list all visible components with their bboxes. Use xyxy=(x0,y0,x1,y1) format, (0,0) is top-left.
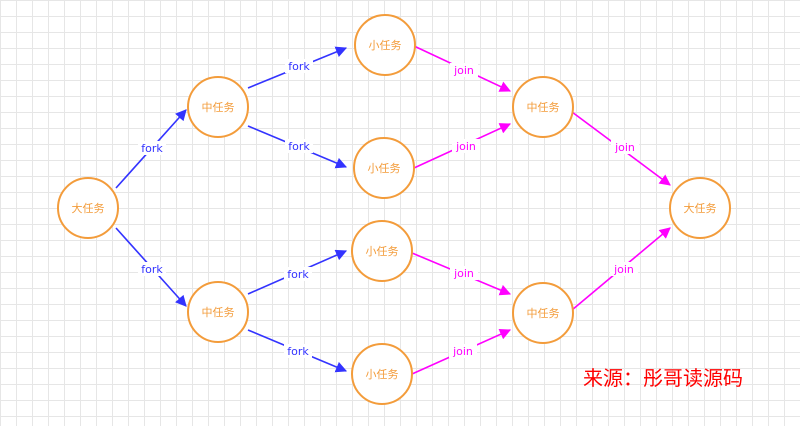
join-label-6: join xyxy=(613,263,634,276)
node-small-1: 小任务 xyxy=(354,14,416,76)
node-big-end: 大任务 xyxy=(669,177,731,239)
node-small-2: 小任务 xyxy=(353,137,415,199)
join-label-2: join xyxy=(455,140,476,153)
fork-label-5: fork xyxy=(287,268,309,281)
join-label-5: join xyxy=(614,141,635,154)
join-label-1: join xyxy=(453,64,474,77)
fork-label-3: fork xyxy=(288,60,310,73)
node-small-3-label: 小任务 xyxy=(366,245,399,258)
fork-label-4: fork xyxy=(288,140,310,153)
node-big-start: 大任务 xyxy=(57,177,119,239)
source-caption: 来源：彤哥读源码 xyxy=(583,366,743,390)
edge-labels: fork fork fork fork fork fork join join … xyxy=(138,59,639,358)
node-big-start-label: 大任务 xyxy=(72,201,105,215)
join-label-4: join xyxy=(452,345,473,358)
node-merge-top: 中任务 xyxy=(512,76,574,138)
node-merge-top-label: 中任务 xyxy=(527,101,560,114)
fork-label-6: fork xyxy=(287,345,309,358)
node-small-2-label: 小任务 xyxy=(368,162,401,175)
node-small-3: 小任务 xyxy=(351,220,413,282)
node-big-end-label: 大任务 xyxy=(684,201,717,215)
node-mid-top: 中任务 xyxy=(187,76,249,138)
node-mid-bottom-label: 中任务 xyxy=(202,306,235,319)
node-mid-bottom: 中任务 xyxy=(187,281,249,343)
node-mid-top-label: 中任务 xyxy=(202,101,235,114)
node-merge-bottom-label: 中任务 xyxy=(527,307,560,320)
node-small-1-label: 小任务 xyxy=(369,39,402,52)
node-small-4-label: 小任务 xyxy=(366,368,399,381)
node-small-4: 小任务 xyxy=(351,343,413,405)
nodes: 大任务 中任务 中任务 小任务 小任务 小任务 小任务 中任务 xyxy=(57,14,731,405)
node-merge-bottom: 中任务 xyxy=(512,282,574,344)
join-label-3: join xyxy=(453,267,474,280)
fork-label-1: fork xyxy=(141,142,163,155)
fork-label-2: fork xyxy=(141,263,163,276)
